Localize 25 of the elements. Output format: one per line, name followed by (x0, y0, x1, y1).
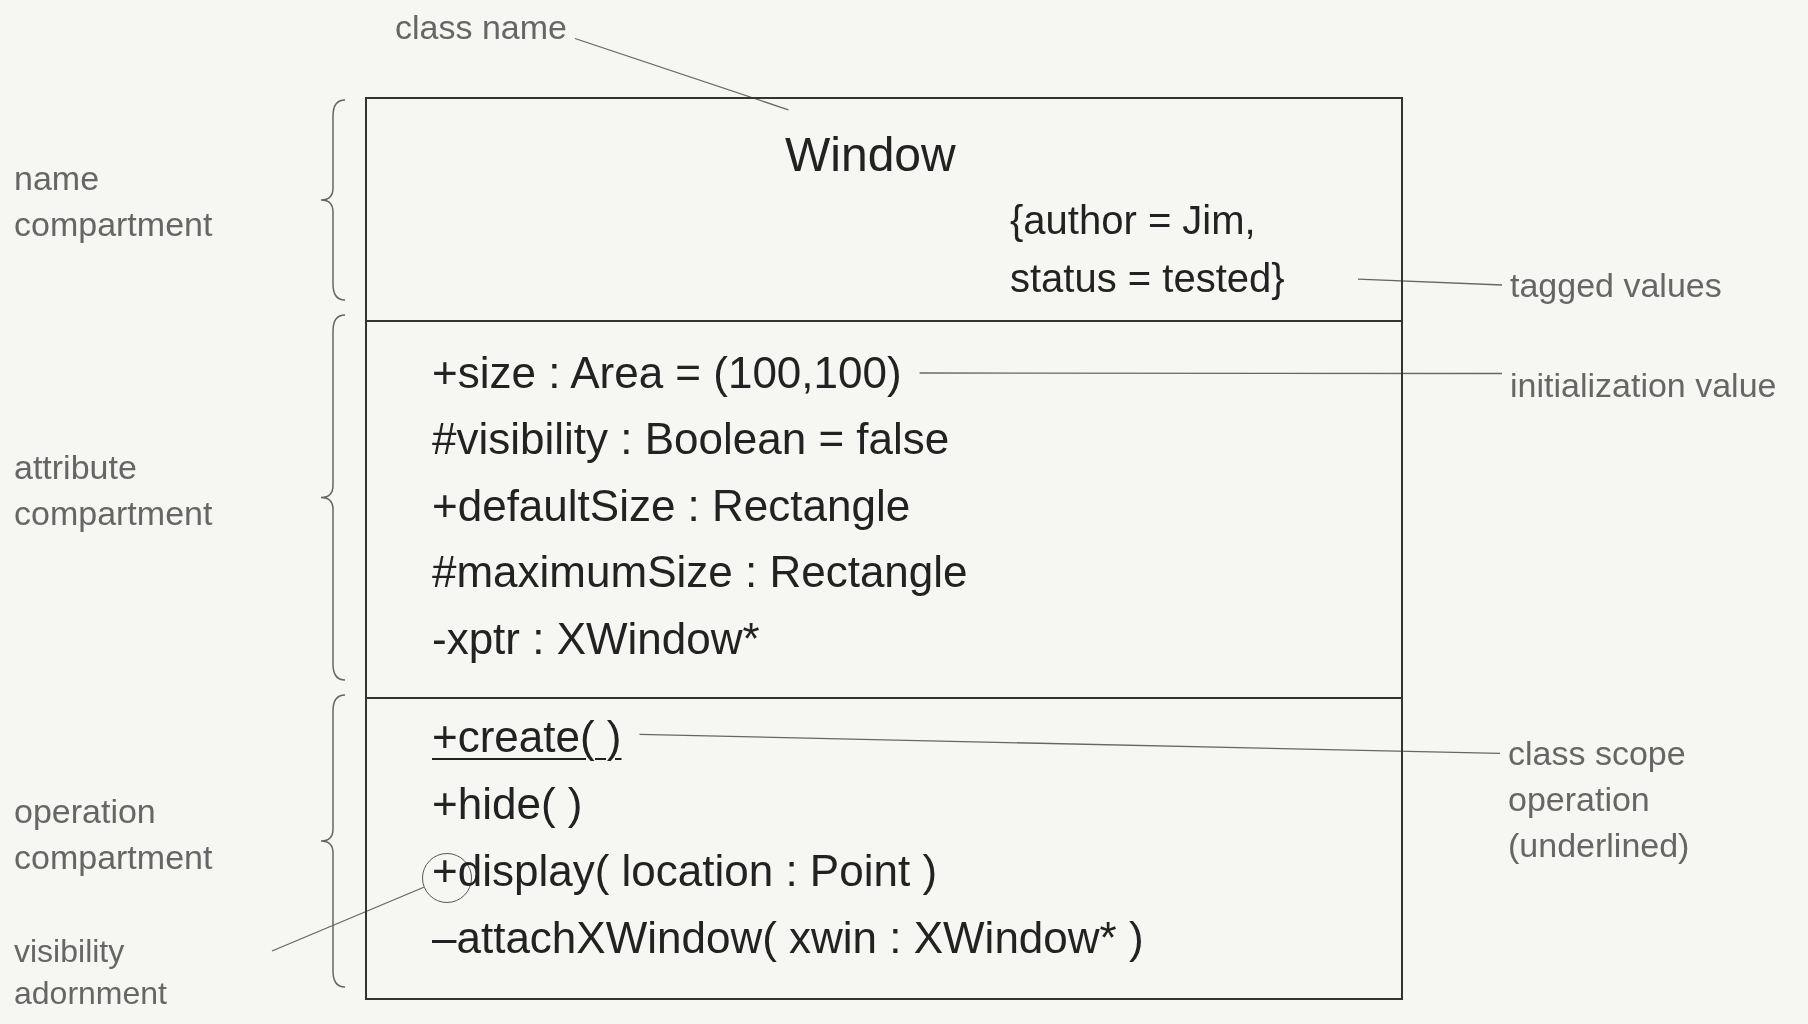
class-member-text: +defaultSize : Rectangle (432, 480, 911, 532)
class-member-text: –attachXWindow( xwin : XWindow* ) (432, 912, 1144, 964)
class-member-text: +create( ) (432, 711, 622, 763)
leader-line (574, 37, 790, 111)
class-member-text: #maximumSize : Rectangle (432, 546, 968, 598)
leader-line (1357, 278, 1503, 286)
class-member-text: {author = Jim, status = tested} (1010, 191, 1340, 307)
class-member-text: +display( location : Point ) (432, 845, 938, 897)
class-member-text: +hide( ) (432, 778, 583, 830)
class-box (365, 97, 1403, 1000)
leader-line (271, 886, 425, 952)
class-member-text: -xptr : XWindow* (432, 613, 760, 665)
class-member-text: +size : Area = (100,100) (432, 347, 902, 399)
compartment-label: operation compartment (14, 791, 214, 878)
leader-line (638, 733, 1501, 755)
annotation-text: class scope operation (underlined) (1508, 730, 1768, 868)
annotation-text: class name (395, 4, 567, 50)
leader-line (919, 372, 1503, 375)
annotation-text: visibility adornment (14, 930, 264, 1014)
compartment-label: attribute compartment (14, 447, 214, 534)
compartment-label: name compartment (14, 158, 214, 245)
annotation-text: tagged values (1510, 262, 1722, 308)
annotation-text: initialization value (1510, 362, 1780, 408)
class-member-text: #visibility : Boolean = false (432, 413, 950, 465)
class-name: Window (785, 127, 956, 183)
